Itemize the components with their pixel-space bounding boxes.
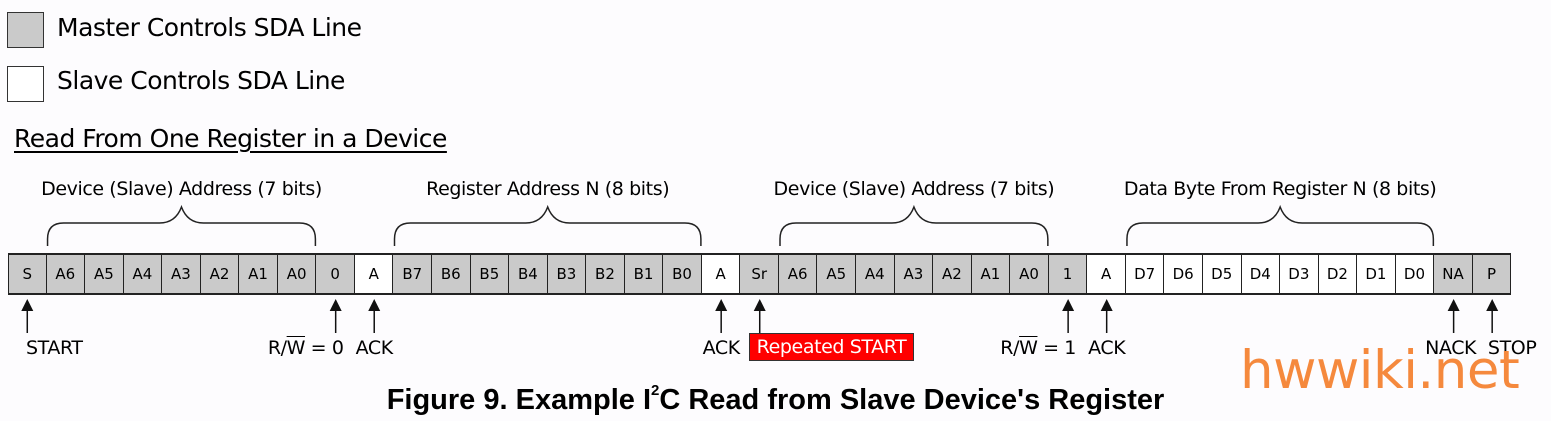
bit-cell: D1 (1357, 254, 1396, 294)
arrow-up-icon (368, 299, 381, 311)
bit-cell: B7 (393, 254, 433, 294)
bit-cell: A1 (239, 254, 278, 294)
rw-prefix: R/ (267, 337, 287, 359)
bit-cell: B3 (547, 254, 587, 294)
rw-overbar: W (286, 337, 306, 359)
bit-cell: A2 (933, 254, 972, 294)
bit-cell: A3 (894, 254, 934, 294)
bit-cell: A (354, 254, 394, 294)
bit-cell: A5 (85, 254, 124, 294)
marker-label: NACK (1425, 337, 1477, 359)
bit-cell: D4 (1241, 254, 1281, 294)
bit-cell: S (8, 254, 47, 294)
arrow-up-icon (1062, 299, 1075, 311)
section-title: Read From One Register in a Device (14, 124, 447, 153)
group-label: Device (Slave) Address (7 bits) (773, 178, 1055, 200)
bit-cell: A1 (971, 254, 1011, 294)
bit-cell: D7 (1125, 254, 1165, 294)
watermark: hwwiki.net (1240, 340, 1520, 401)
bit-cell: D2 (1318, 254, 1358, 294)
rw-value: = 1 (1037, 337, 1076, 359)
bit-cell: B2 (586, 254, 625, 294)
arrow-up-icon (329, 299, 342, 311)
bit-cell: D3 (1280, 254, 1319, 294)
bit-cell: P (1472, 254, 1512, 294)
group-brace (1126, 204, 1435, 246)
bit-cell: D0 (1395, 254, 1435, 294)
marker-label: ACK (355, 337, 394, 359)
bit-cell: B6 (432, 254, 471, 294)
legend-slave-swatch (7, 66, 44, 102)
arrow-up-icon (21, 299, 34, 311)
bit-cell: A4 (123, 254, 163, 294)
bit-cell: B0 (663, 254, 702, 294)
bit-cell: A4 (856, 254, 895, 294)
bit-cell: Sr (740, 254, 779, 294)
marker-label: START (25, 337, 83, 359)
arrow-up-icon (1447, 299, 1460, 311)
arrow-up-icon (1486, 299, 1499, 311)
rw-value: = 0 (305, 337, 344, 359)
caption-part: C Read from Slave Device's Register (659, 384, 1165, 416)
bit-cell: D6 (1164, 254, 1203, 294)
group-label: Register Address N (8 bits) (426, 178, 670, 200)
bit-cell: A0 (277, 254, 317, 294)
bit-cell: 1 (1048, 254, 1088, 294)
bit-cell: A2 (200, 254, 240, 294)
group-brace (393, 204, 702, 246)
caption-part: Figure 9. Example I (386, 384, 652, 416)
marker-label: ACK (702, 337, 741, 359)
group-brace (46, 204, 317, 246)
bit-cell: NA (1434, 254, 1473, 294)
bit-cell: A5 (817, 254, 857, 294)
bit-cell: B1 (624, 254, 664, 294)
rw-overbar: W (1019, 337, 1038, 359)
group-label: Device (Slave) Address (7 bits) (41, 178, 322, 200)
bit-cell: A6 (778, 254, 818, 294)
marker-label: R/W = 0 (268, 337, 344, 359)
repeated-start-label: Repeated START (749, 333, 914, 361)
bit-cell: D5 (1202, 254, 1242, 294)
legend-slave-label: Slave Controls SDA Line (57, 66, 345, 95)
arrow-up-icon (715, 299, 728, 311)
bit-cell: B4 (509, 254, 548, 294)
marker-label: ACK (1088, 337, 1126, 359)
caption-superscript: 2 (651, 382, 660, 399)
arrow-up-icon (1100, 299, 1113, 311)
legend-master-swatch (7, 12, 44, 48)
rw-prefix: R/ (1000, 337, 1020, 359)
group-label: Data Byte From Register N (8 bits) (1123, 178, 1437, 200)
bit-cell: A0 (1010, 254, 1049, 294)
arrow-up-icon (753, 299, 766, 311)
legend-master-label: Master Controls SDA Line (57, 13, 362, 42)
group-brace (779, 204, 1049, 246)
bit-cell: A (1087, 254, 1126, 294)
marker-label: R/W = 1 (1000, 337, 1076, 359)
bit-cell: A (701, 254, 741, 294)
bit-cell: A6 (46, 254, 86, 294)
bit-cell: 0 (316, 254, 355, 294)
figure-caption: Figure 9. Example I2C Read from Slave De… (0, 382, 1551, 417)
bit-cell: B5 (470, 254, 510, 294)
bit-cell: A3 (162, 254, 201, 294)
marker-label: STOP (1487, 337, 1537, 359)
